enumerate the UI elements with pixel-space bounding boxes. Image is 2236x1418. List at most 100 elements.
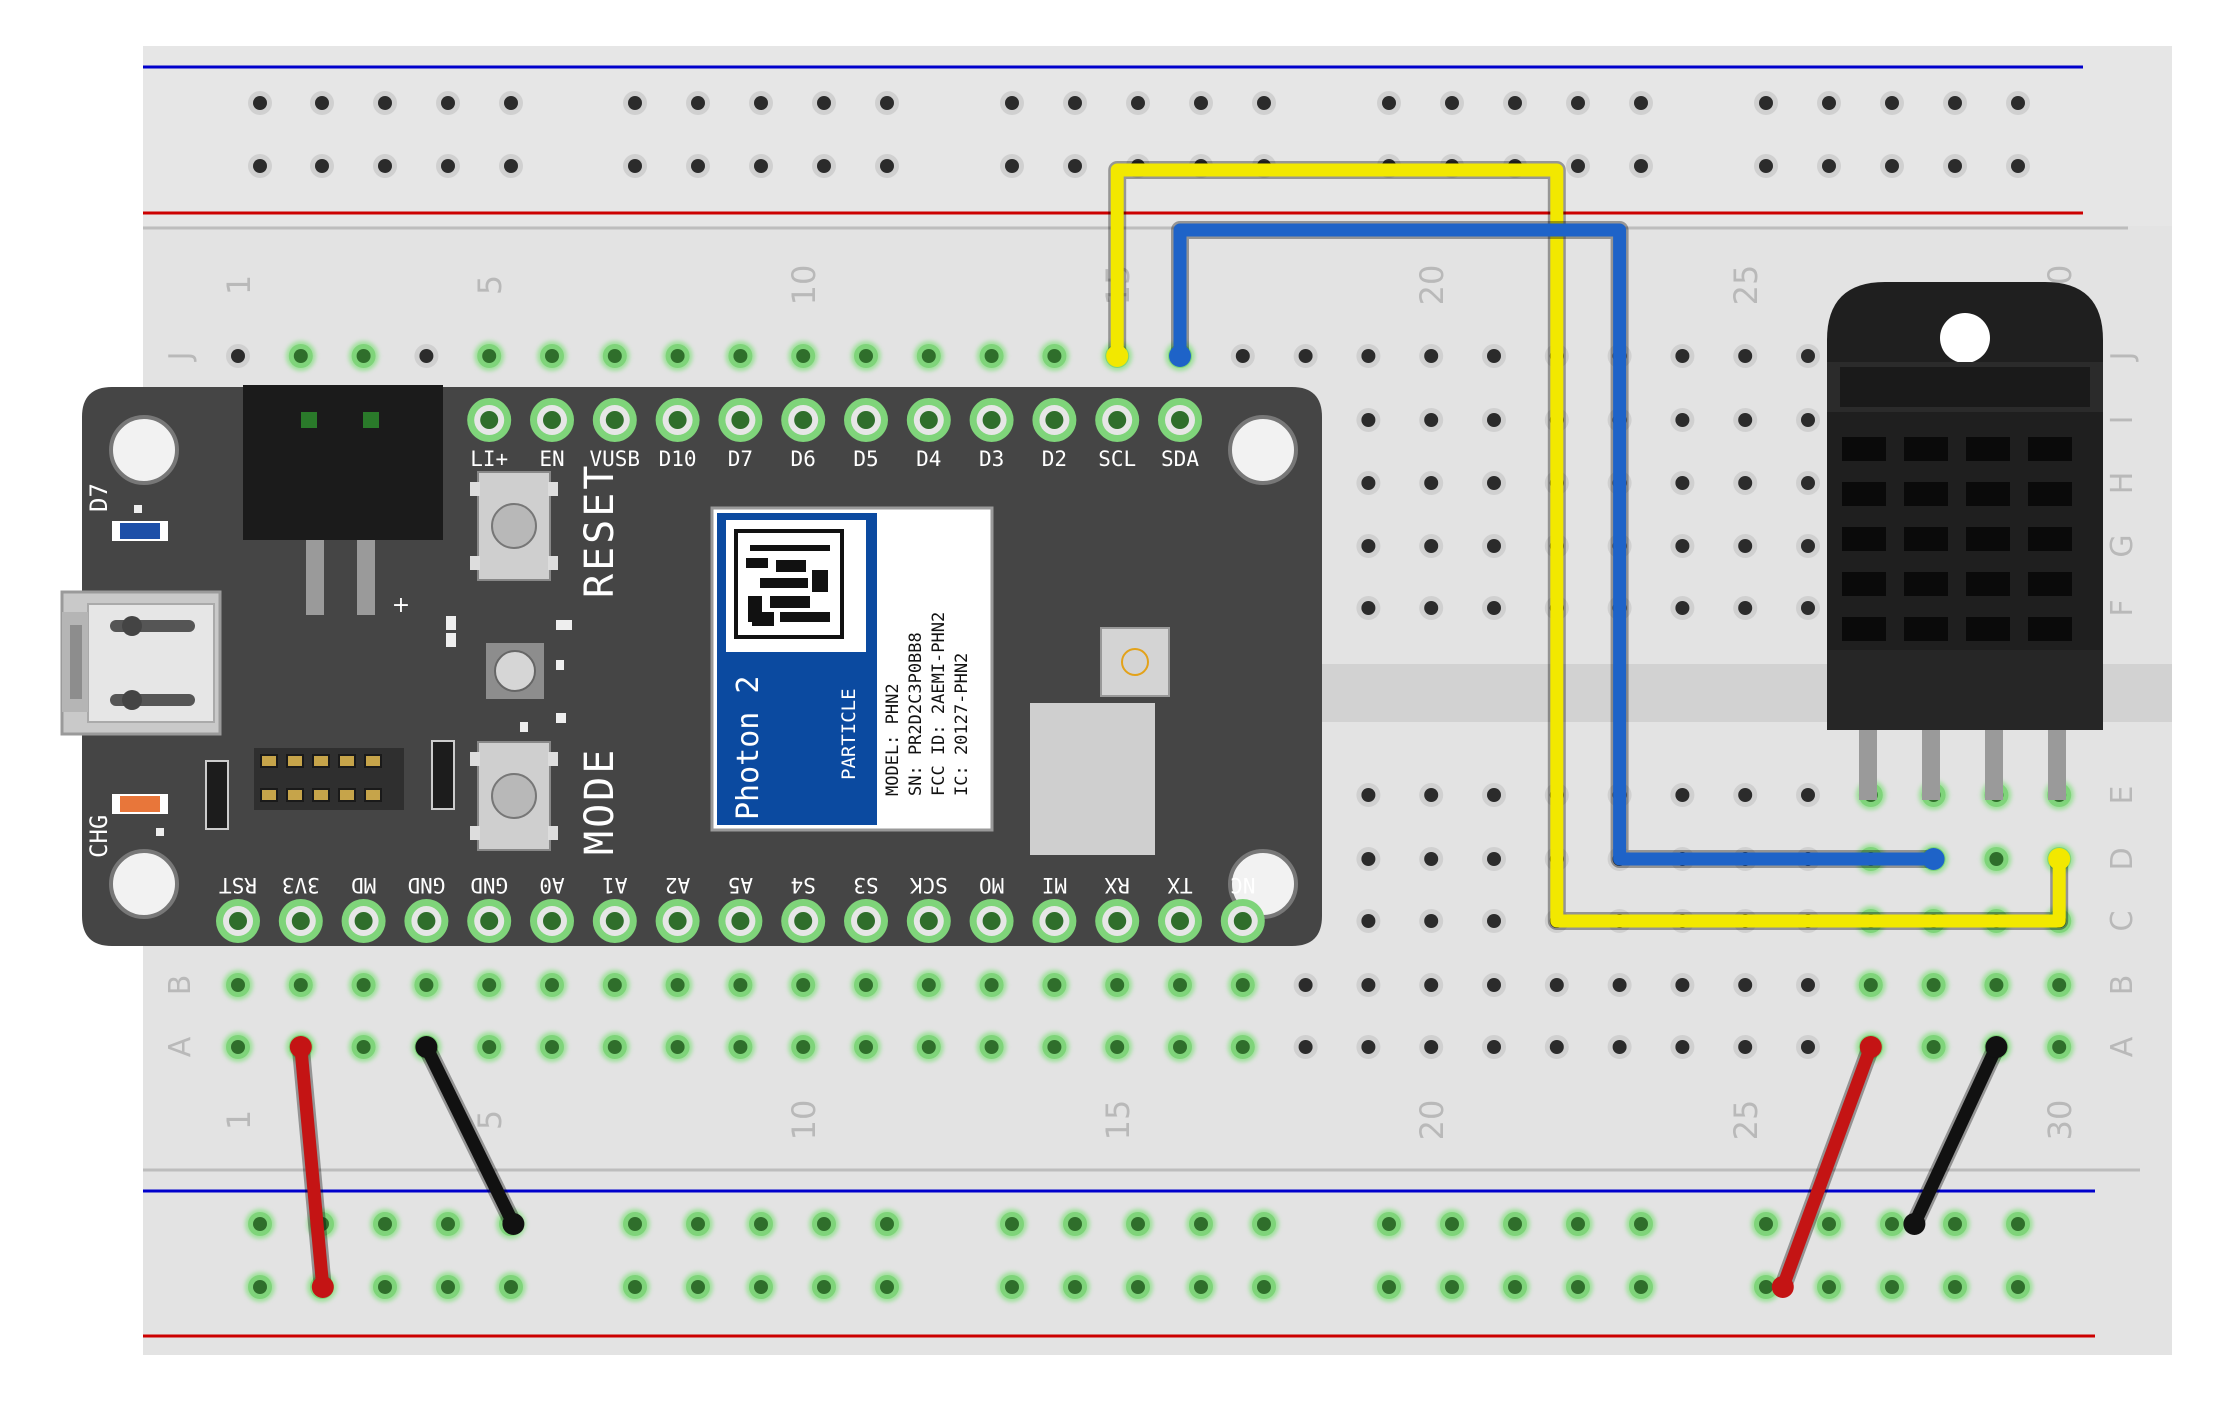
chip-shield bbox=[1030, 703, 1155, 855]
breadboard-hole bbox=[1165, 970, 1195, 1000]
board-pin-label: A5 bbox=[728, 873, 753, 897]
board-pin-bottom bbox=[718, 899, 763, 943]
rail-hole bbox=[1126, 91, 1150, 115]
breadboard-hole bbox=[662, 341, 693, 371]
breadboard-hole bbox=[2044, 1032, 2075, 1062]
breadboard-hole bbox=[788, 1032, 819, 1062]
board-pin-bottom bbox=[1095, 899, 1140, 943]
rail-hole bbox=[1940, 1272, 1970, 1302]
breadboard-hole bbox=[1796, 408, 1820, 432]
sensor-mount-hole bbox=[1940, 313, 1990, 363]
rail-hole bbox=[245, 1272, 275, 1302]
board-pin-bottom bbox=[1158, 899, 1202, 943]
board-pin-bottom bbox=[1032, 899, 1077, 943]
rail-hole bbox=[1814, 1272, 1844, 1302]
reset-button[interactable] bbox=[470, 471, 558, 581]
board-serial: SN: PR2D2C3P0BB8 bbox=[906, 632, 926, 796]
breadboard-hole bbox=[1482, 408, 1506, 432]
wires bbox=[289, 161, 2071, 1298]
board-pin-top bbox=[1158, 398, 1202, 442]
board-pin-label: 3V3 bbox=[282, 873, 320, 897]
breadboard-hole bbox=[913, 970, 944, 1000]
breadboard-hole bbox=[1165, 1032, 1195, 1062]
wire-red-3v3 bbox=[289, 1036, 334, 1298]
board-pin-bottom bbox=[216, 899, 260, 943]
rail-hole bbox=[1880, 154, 1904, 178]
rail-hole bbox=[1186, 1272, 1216, 1302]
board-pin-label: TX bbox=[1167, 873, 1193, 897]
rail-hole bbox=[997, 1209, 1027, 1239]
breadboard-top-rail-area bbox=[143, 46, 2172, 226]
breadboard-hole bbox=[348, 341, 379, 371]
column-number: 25 bbox=[1727, 1100, 1765, 1141]
rail-hole bbox=[686, 91, 710, 115]
rail-hole bbox=[1629, 91, 1653, 115]
sensor-leg-3 bbox=[1985, 728, 2003, 800]
board-pin-label: VUSB bbox=[590, 447, 641, 471]
column-number: 20 bbox=[1413, 265, 1451, 306]
rail-hole bbox=[310, 91, 334, 115]
board-pin-label: D5 bbox=[853, 447, 878, 471]
rail-hole bbox=[2003, 1272, 2033, 1302]
board-pin-label: A0 bbox=[539, 873, 564, 897]
breadboard-hole bbox=[1419, 596, 1444, 620]
antenna-connector bbox=[1100, 627, 1170, 697]
rail-hole bbox=[1754, 154, 1778, 178]
board-pin-bottom bbox=[781, 899, 826, 943]
breadboard-hole bbox=[1796, 344, 1820, 368]
breadboard-hole bbox=[1918, 1032, 1949, 1062]
rail-hole bbox=[746, 1272, 776, 1302]
breadboard-hole bbox=[474, 341, 505, 371]
board-pin-top bbox=[906, 398, 951, 442]
plus-label: + bbox=[392, 593, 410, 618]
board-pin-bottom bbox=[969, 899, 1014, 943]
board-pin-bottom bbox=[467, 899, 512, 943]
board-pin-bottom bbox=[341, 899, 386, 943]
breadboard-hole bbox=[599, 341, 630, 371]
column-number: 5 bbox=[471, 275, 509, 295]
breadboard-hole bbox=[1733, 973, 1758, 997]
rail-hole bbox=[1877, 1209, 1907, 1239]
rail-hole bbox=[248, 154, 272, 178]
rail-hole bbox=[875, 91, 899, 115]
rail-hole bbox=[1063, 154, 1087, 178]
rail-hole bbox=[496, 1272, 526, 1302]
rail-hole bbox=[1374, 1209, 1404, 1239]
rail-hole bbox=[1940, 1209, 1970, 1239]
breadboard-hole bbox=[285, 341, 316, 371]
breadboard-hole bbox=[1670, 783, 1695, 807]
breadboard-hole bbox=[788, 341, 819, 371]
breadboard-hole bbox=[1482, 1035, 1506, 1059]
breadboard-hole bbox=[976, 341, 1007, 371]
board-pin-label: S4 bbox=[791, 873, 816, 897]
breadboard-hole bbox=[537, 341, 567, 371]
rail-hole bbox=[812, 91, 836, 115]
rail-hole bbox=[1063, 91, 1087, 115]
breadboard-hole bbox=[411, 970, 442, 1000]
sensor-leg-1 bbox=[1859, 728, 1877, 800]
breadboard-hole bbox=[1796, 1035, 1820, 1059]
rail-hole bbox=[1754, 91, 1778, 115]
reset-label: RESET bbox=[577, 463, 623, 598]
mode-button[interactable] bbox=[470, 741, 558, 851]
breadboard-hole bbox=[1419, 847, 1444, 871]
board-pin-label: D4 bbox=[916, 447, 941, 471]
breadboard-hole bbox=[348, 970, 379, 1000]
breadboard-hole bbox=[1482, 909, 1506, 933]
breadboard-hole bbox=[1356, 534, 1381, 558]
column-number: 5 bbox=[471, 1110, 509, 1130]
breadboard-hole bbox=[1733, 1035, 1758, 1059]
breadboard-hole bbox=[725, 970, 756, 1000]
breadboard-hole bbox=[223, 1032, 253, 1062]
rail-hole bbox=[1880, 91, 1904, 115]
rail-hole bbox=[746, 1209, 776, 1239]
rail-hole bbox=[1751, 1209, 1781, 1239]
board-pin-bottom bbox=[278, 899, 323, 943]
breadboard-hole bbox=[474, 1032, 505, 1062]
rail-hole bbox=[1626, 1272, 1656, 1302]
board-pin-label: D7 bbox=[728, 447, 753, 471]
breadboard-hole bbox=[348, 1032, 379, 1062]
board-pin-label: MO bbox=[979, 873, 1004, 897]
rail-hole bbox=[1249, 1209, 1279, 1239]
board-pin-top bbox=[718, 398, 763, 442]
